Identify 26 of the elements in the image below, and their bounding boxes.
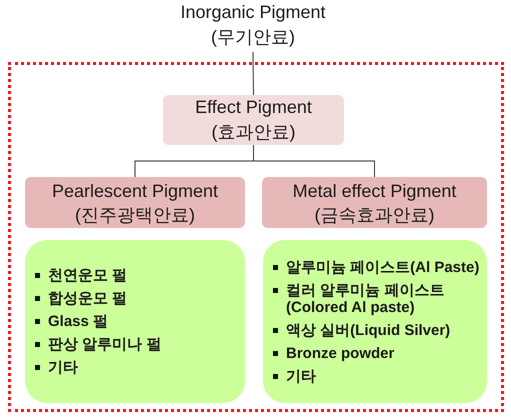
- translation-text: (효과안료): [212, 121, 296, 144]
- category-box: [262, 177, 487, 228]
- list-panel: [263, 240, 487, 403]
- list-panel: [25, 240, 245, 403]
- category-box: [25, 177, 245, 228]
- label-text: Inorganic Pigment: [180, 1, 326, 24]
- translation-text: (금속효과안료): [314, 204, 434, 226]
- dotted-frame: [8, 62, 504, 412]
- list-item-text: 판상 알루미나 펄: [48, 336, 162, 353]
- label-text: Effect Pigment: [195, 96, 312, 119]
- list-item-text: Bronze powder: [286, 344, 394, 362]
- list-item-text: 기타: [286, 368, 316, 384]
- connector-line: [253, 144, 375, 178]
- label-text: Pearlescent Pigment: [52, 180, 218, 202]
- connector-line: [252, 52, 254, 96]
- list-item-text: Glass 펄: [48, 313, 108, 330]
- translation-text: (무기안료): [211, 26, 295, 49]
- category-box: [163, 95, 344, 145]
- list-item-text: 천연운모 펄: [48, 267, 128, 284]
- label-text: Metal effect Pigment: [292, 180, 456, 202]
- list-item-text: 합성운모 펄: [48, 290, 128, 307]
- list-item-text: 알루미늄 페이스트(Al Paste): [286, 258, 480, 276]
- translation-text: (진주광택안료): [75, 204, 195, 226]
- list-item-text: 컬러 알루미늄 페이스트 (Colored Al paste): [286, 282, 446, 316]
- list-item-text: 기타: [48, 359, 78, 376]
- list-item-text: 액상 실버(Liquid Silver): [286, 322, 450, 338]
